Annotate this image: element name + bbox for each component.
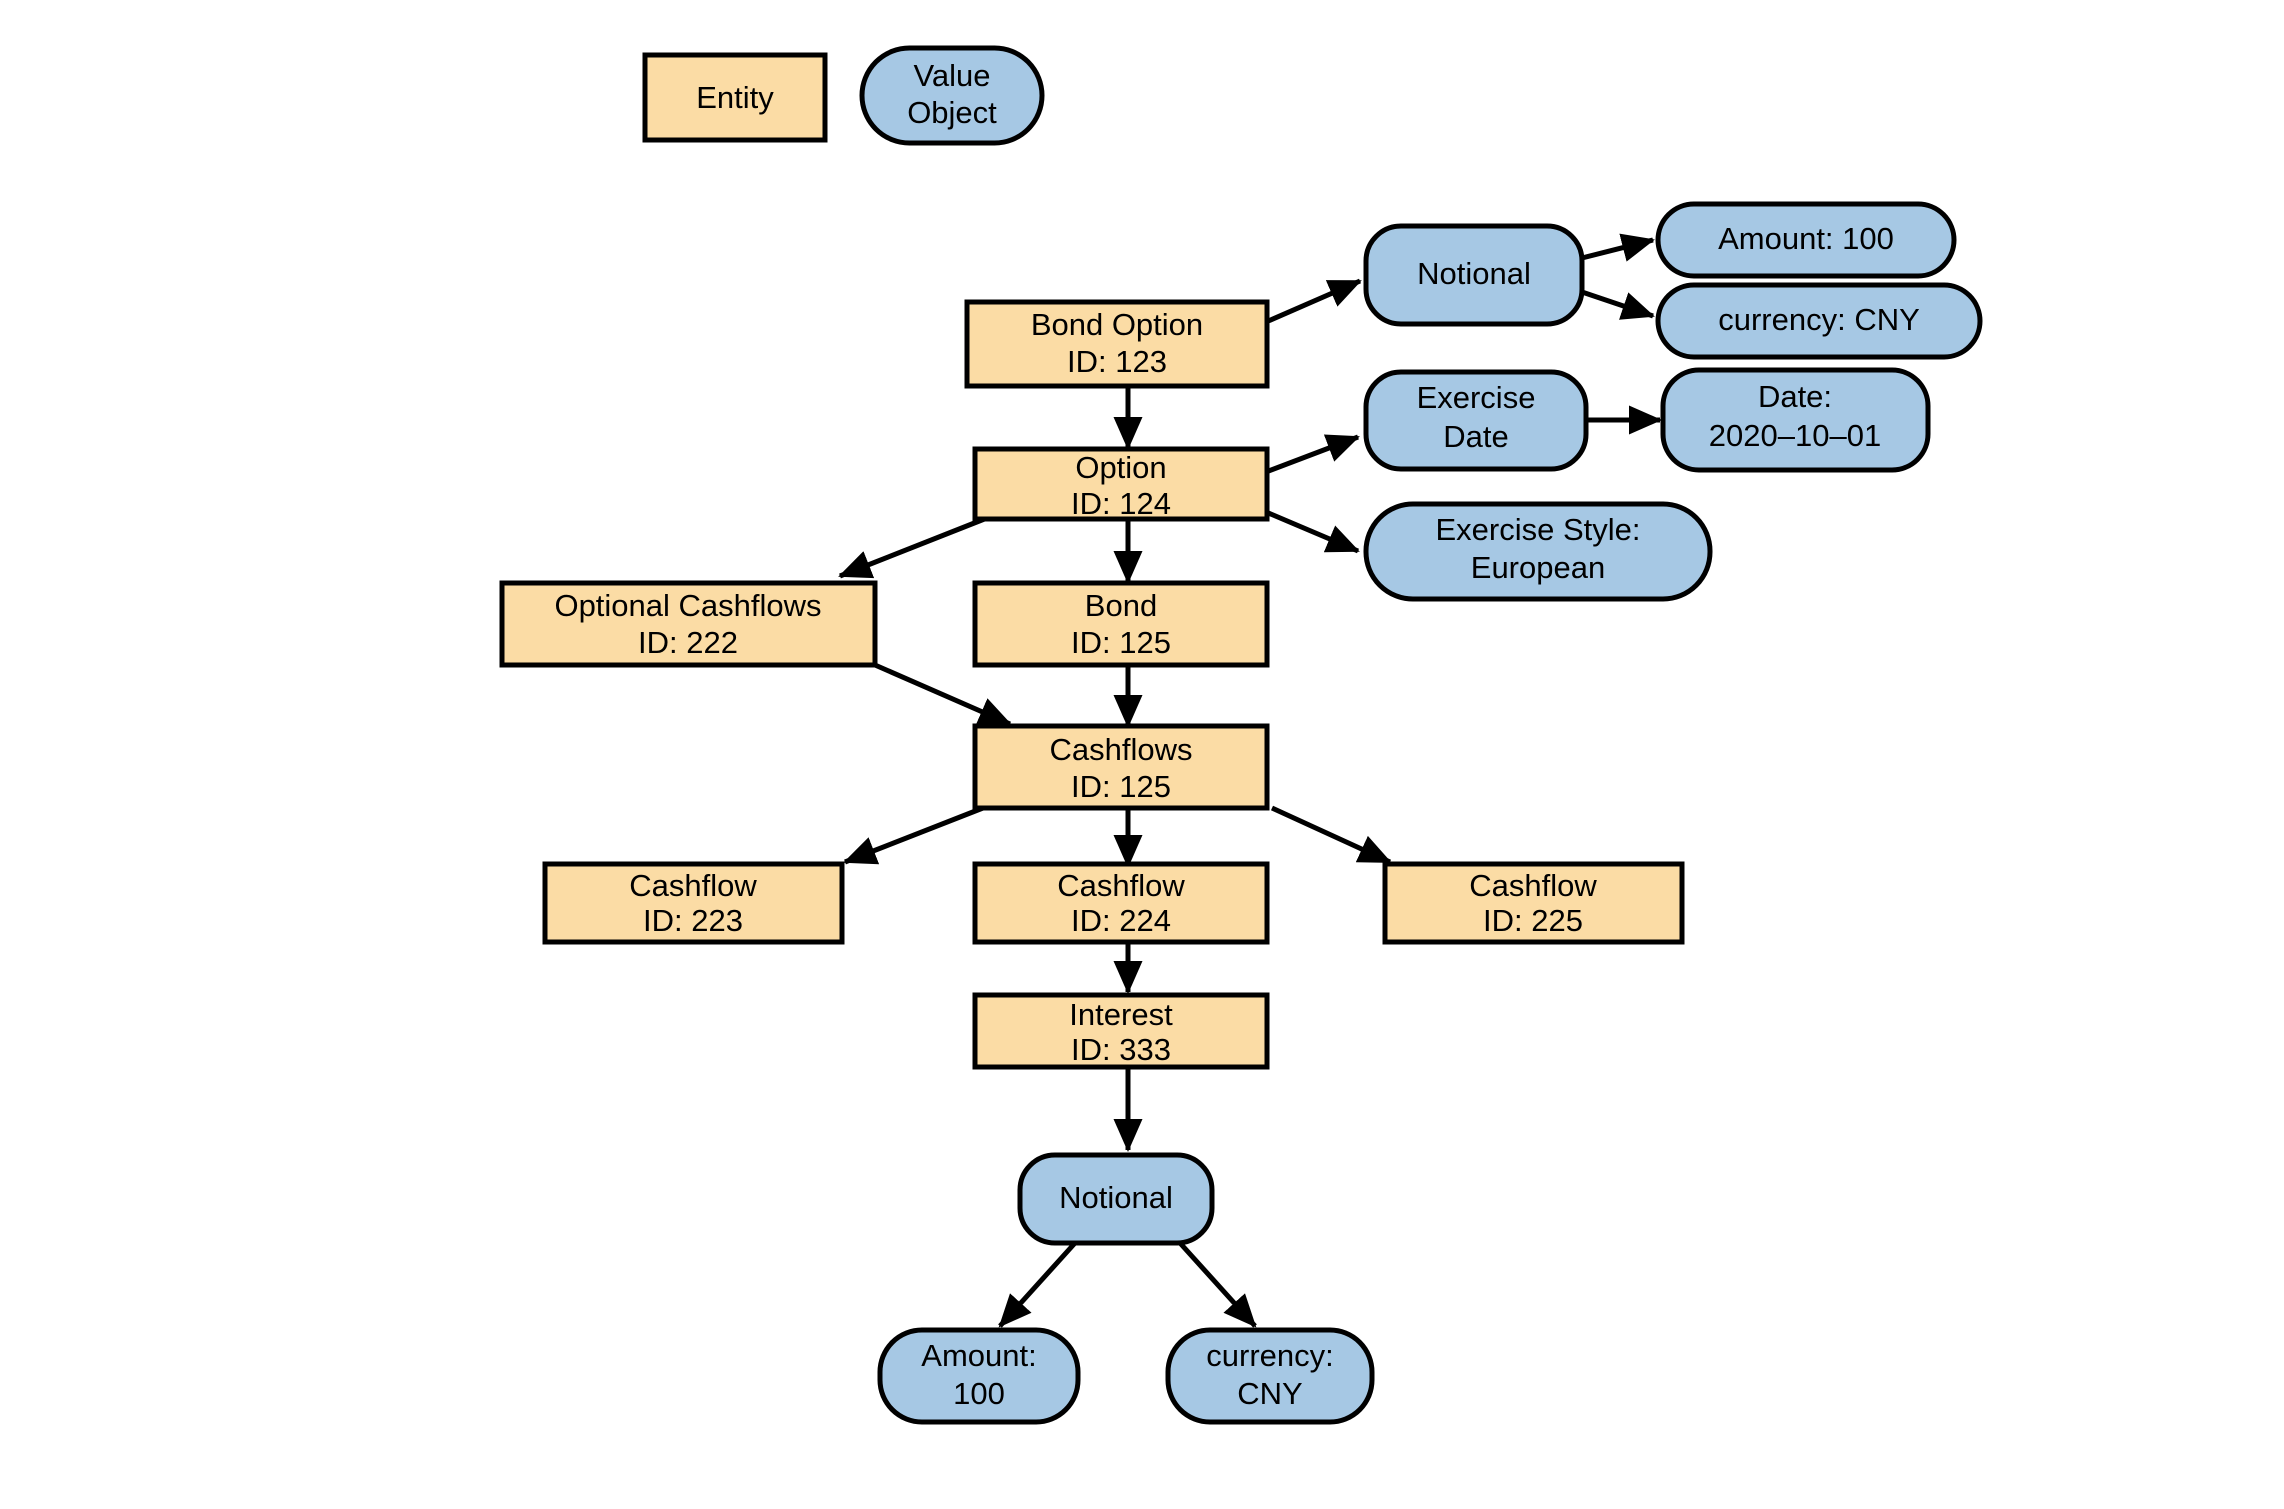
node-optional-cashflows[interactable]: Optional Cashflows ID: 222 — [499, 580, 878, 668]
node-currency-bottom-shape[interactable] — [1165, 1327, 1375, 1425]
node-amount-top[interactable]: Amount: 100 — [1655, 201, 1957, 279]
node-cashflows-label-line1: Cashflows — [1050, 732, 1193, 767]
node-cashflow-224[interactable]: Cashflow ID: 224 — [972, 861, 1270, 945]
node-notional-top-label: Notional — [1417, 256, 1531, 291]
edge-option-to-exercise-style — [1265, 509, 1360, 554]
edge-option-to-exercise-date — [1265, 434, 1360, 475]
legend-value-object-shape — [859, 45, 1045, 146]
node-option[interactable]: Option ID: 124 — [972, 446, 1270, 522]
node-optional-cashflows-label-line1: Optional Cashflows — [554, 588, 821, 623]
legend: Entity Value Object — [642, 45, 1045, 146]
node-currency-bottom-label-line1: currency: — [1206, 1338, 1333, 1373]
node-amount-bottom-label-line2: 100 — [953, 1376, 1005, 1411]
node-interest-label-line1: Interest — [1069, 997, 1173, 1032]
edges-layer — [838, 233, 1663, 1328]
node-notional-top-shape[interactable] — [1363, 223, 1585, 327]
node-bond-label-line1: Bond — [1085, 588, 1157, 623]
node-cashflow-224-label-line2: ID: 224 — [1071, 903, 1171, 938]
node-bond-option-label-line1: Bond Option — [1031, 307, 1203, 342]
edge-notional-bottom-to-currency — [1178, 1241, 1257, 1328]
node-notional-top[interactable]: Notional — [1363, 223, 1585, 327]
node-date-value-label-line2: 2020–10–01 — [1709, 418, 1881, 453]
node-exercise-date-shape[interactable] — [1363, 369, 1589, 472]
node-currency-top[interactable]: currency: CNY — [1655, 282, 1983, 360]
node-cashflow-225-label-line2: ID: 225 — [1483, 903, 1583, 938]
node-date-value[interactable]: Date: 2020–10–01 — [1660, 367, 1931, 473]
node-cashflow-225-shape[interactable] — [1382, 861, 1685, 945]
node-cashflow-223-label-line1: Cashflow — [629, 868, 757, 903]
node-bond-label-line2: ID: 125 — [1071, 625, 1171, 660]
node-option-label-line2: ID: 124 — [1071, 486, 1171, 521]
node-amount-top-shape[interactable] — [1655, 201, 1957, 279]
edge-cashflows-to-cashflow-223 — [843, 805, 984, 865]
node-cashflow-223-label-line2: ID: 223 — [643, 903, 743, 938]
edge-option-to-optional-cashflows — [838, 515, 988, 579]
node-cashflow-225-label-line1: Cashflow — [1469, 868, 1597, 903]
node-cashflows[interactable]: Cashflows ID: 125 — [972, 723, 1270, 811]
node-date-value-shape[interactable] — [1660, 367, 1931, 473]
node-exercise-style-label-line1: Exercise Style: — [1435, 512, 1640, 547]
node-cashflows-shape[interactable] — [972, 723, 1270, 811]
node-notional-bottom-label: Notional — [1059, 1180, 1173, 1215]
edge-optional-cashflows-to-cashflows — [873, 662, 1012, 727]
node-optional-cashflows-shape[interactable] — [499, 580, 878, 668]
node-notional-bottom[interactable]: Notional — [1017, 1152, 1215, 1246]
node-cashflow-225[interactable]: Cashflow ID: 225 — [1382, 861, 1685, 945]
node-amount-top-label: Amount: 100 — [1718, 221, 1894, 256]
node-amount-bottom[interactable]: Amount: 100 — [877, 1327, 1081, 1425]
node-exercise-date[interactable]: Exercise Date — [1363, 369, 1589, 472]
node-cashflow-223[interactable]: Cashflow ID: 223 — [542, 861, 845, 945]
node-exercise-date-label-line2: Date — [1443, 419, 1508, 454]
node-cashflows-label-line2: ID: 125 — [1071, 769, 1171, 804]
node-bond-option[interactable]: Bond Option ID: 123 — [964, 299, 1270, 389]
node-cashflow-224-label-line1: Cashflow — [1057, 868, 1185, 903]
node-currency-top-label: currency: CNY — [1718, 302, 1920, 337]
node-bond-option-label-line2: ID: 123 — [1067, 344, 1167, 379]
node-cashflow-224-shape[interactable] — [972, 861, 1270, 945]
node-option-label-line1: Option — [1075, 450, 1166, 485]
node-bond-shape[interactable] — [972, 580, 1270, 668]
node-exercise-style-shape[interactable] — [1363, 501, 1713, 602]
node-notional-bottom-shape[interactable] — [1017, 1152, 1215, 1246]
legend-entity-label: Entity — [696, 80, 774, 115]
node-date-value-label-line1: Date: — [1758, 379, 1832, 414]
node-bond-option-shape[interactable] — [964, 299, 1270, 389]
node-amount-bottom-shape[interactable] — [877, 1327, 1081, 1425]
edge-notional-to-amount — [1581, 233, 1655, 262]
edge-bond-option-to-notional — [1265, 278, 1362, 325]
node-interest-shape[interactable] — [972, 992, 1270, 1070]
node-interest[interactable]: Interest ID: 333 — [972, 992, 1270, 1070]
node-option-shape[interactable] — [972, 446, 1270, 522]
edge-notional-bottom-to-amount — [998, 1241, 1077, 1328]
node-interest-label-line2: ID: 333 — [1071, 1032, 1171, 1067]
legend-value-object-label-line1: Value — [914, 58, 991, 93]
node-currency-bottom[interactable]: currency: CNY — [1165, 1327, 1375, 1425]
edge-cashflows-to-cashflow-225 — [1270, 805, 1392, 865]
node-currency-top-shape[interactable] — [1655, 282, 1983, 360]
node-currency-bottom-label-line2: CNY — [1237, 1376, 1302, 1411]
node-amount-bottom-label-line1: Amount: — [921, 1338, 1036, 1373]
legend-entity-shape — [642, 52, 828, 143]
node-exercise-style[interactable]: Exercise Style: European — [1363, 501, 1713, 602]
node-exercise-date-label-line1: Exercise — [1417, 380, 1536, 415]
edge-notional-to-currency — [1581, 289, 1655, 320]
node-exercise-style-label-line2: European — [1471, 550, 1605, 585]
node-bond[interactable]: Bond ID: 125 — [972, 580, 1270, 668]
node-optional-cashflows-label-line2: ID: 222 — [638, 625, 738, 660]
legend-value-object-label-line2: Object — [907, 95, 997, 130]
node-cashflow-223-shape[interactable] — [542, 861, 845, 945]
